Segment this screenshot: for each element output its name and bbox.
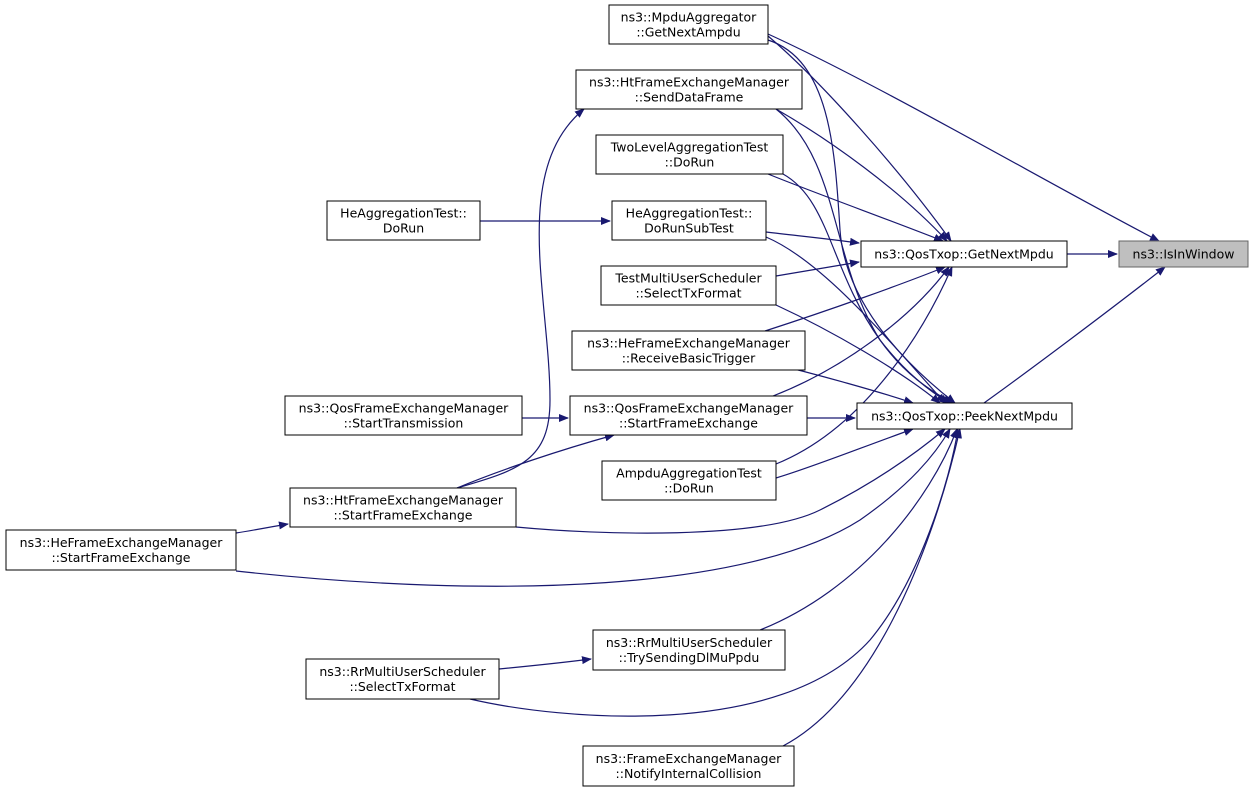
node-label-line: DoRun [383, 221, 424, 236]
edge-he_start_frame_exchange-to-peek_next_mpdu [235, 428, 951, 587]
node-he-receive-basic-trigger[interactable]: ns3::HeFrameExchangeManager::ReceiveBasi… [571, 330, 806, 371]
node-label-line: ns3::RrMultiUserScheduler [606, 635, 773, 650]
node-label-line: ns3::HeFrameExchangeManager [587, 336, 791, 351]
node-qos-start-transmission[interactable]: ns3::QosFrameExchangeManager::StartTrans… [284, 395, 523, 436]
node-he-start-frame-exchange[interactable]: ns3::HeFrameExchangeManager::StartFrameE… [5, 529, 237, 571]
node-label-line: TwoLevelAggregationTest [610, 140, 769, 155]
edge-mpdu_aggregator_get_next_ampdu-to-get_next_mpdu [767, 35, 952, 242]
node-box [289, 487, 517, 528]
node-box [284, 395, 523, 436]
node-box [305, 658, 500, 700]
node-box [575, 69, 803, 110]
edge-ht_start_frame_exchange-to-ht_send_data_frame [456, 108, 585, 489]
node-label-line: ::ReceiveBasicTrigger [622, 351, 756, 366]
node-label-line: ns3::IsInWindow [1133, 247, 1235, 262]
edge-fem_notify_internal_collision-to-peek_next_mpdu [782, 428, 962, 747]
node-he-aggregation-test-subtest[interactable]: HeAggregationTest::DoRunSubTest [611, 200, 767, 241]
edge-ampdu_aggregation_test-to-peek_next_mpdu [775, 428, 914, 479]
node-label-line: ::DoRun [665, 155, 715, 170]
node-box [600, 265, 777, 306]
node-label-line: ::DoRun [664, 481, 714, 496]
node-box [582, 745, 795, 787]
edge-qos_start_frame_exchange-to-get_next_mpdu [772, 266, 950, 397]
node-label-line: TestMultiUserScheduler [614, 271, 762, 286]
edge-rr_select_tx_format-to-rr_try_sending_dl_mu_ppdu [498, 656, 592, 670]
node-label-line: ::StartTransmission [344, 416, 464, 431]
node-label-line: ns3::QosTxop::GetNextMpdu [874, 247, 1053, 262]
node-box [611, 200, 767, 241]
node-label-line: ns3::QosFrameExchangeManager [299, 401, 509, 416]
edge-two_level_aggregation_test-to-get_next_mpdu [767, 173, 944, 242]
edge-he_receive_basic_trigger-to-get_next_mpdu [764, 266, 946, 332]
node-label-line: ::GetNextAmpdu [636, 25, 740, 40]
node-box [601, 460, 777, 501]
node-box [860, 240, 1068, 268]
node-label-line: ns3::HeFrameExchangeManager [20, 535, 224, 550]
edge-he_aggregation_test_subtest-to-peek_next_mpdu [765, 236, 946, 404]
node-label-line: ns3::HtFrameExchangeManager [303, 493, 504, 508]
node-ampdu-aggregation-test[interactable]: AmpduAggregationTest::DoRun [601, 460, 777, 501]
edge-ht_start_frame_exchange-to-peek_next_mpdu [515, 428, 946, 534]
edge-ht_send_data_frame-to-get_next_mpdu [775, 108, 948, 242]
node-test-multi-user-scheduler[interactable]: TestMultiUserScheduler::SelectTxFormat [600, 265, 777, 306]
nodes-layer: ns3::IsInWindow ns3::QosTxop::GetNextMpdu… [5, 4, 1249, 787]
node-ht-send-data-frame[interactable]: ns3::HtFrameExchangeManager::SendDataFra… [575, 69, 803, 110]
node-label-line: ::StartFrameExchange [619, 416, 758, 431]
edge-test_multi_user_scheduler-to-get_next_mpdu [775, 259, 860, 277]
node-ht-start-frame-exchange[interactable]: ns3::HtFrameExchangeManager::StartFrameE… [289, 487, 517, 528]
node-two-level-aggregation-test[interactable]: TwoLevelAggregationTest::DoRun [595, 134, 784, 175]
node-label-line: AmpduAggregationTest [616, 466, 762, 481]
node-label-line: ns3::RrMultiUserScheduler [319, 664, 486, 679]
node-label-line: ns3::MpduAggregator [621, 10, 758, 25]
node-label-line: HeAggregationTest:: [626, 206, 753, 221]
node-qos-start-frame-exchange[interactable]: ns3::QosFrameExchangeManager::StartFrame… [569, 395, 808, 436]
node-box [5, 529, 237, 571]
node-rr-try-sending-dl-mu-ppdu[interactable]: ns3::RrMultiUserScheduler::TrySendingDlM… [592, 629, 786, 671]
node-label-line: ::StartFrameExchange [52, 550, 191, 565]
node-box [571, 330, 806, 371]
node-fem-notify-internal-collision[interactable]: ns3::FrameExchangeManager::NotifyInterna… [582, 745, 795, 787]
node-box [595, 134, 784, 175]
node-box [592, 629, 786, 671]
node-box [1118, 240, 1249, 268]
edge-peek_next_mpdu-to-is_in_window [983, 266, 1166, 404]
node-label-line: ns3::QosTxop::PeekNextMpdu [871, 409, 1058, 424]
node-is-in-window[interactable]: ns3::IsInWindow [1118, 240, 1249, 268]
node-rr-select-tx-format[interactable]: ns3::RrMultiUserScheduler::SelectTxForma… [305, 658, 500, 700]
node-box [608, 4, 769, 45]
edge-mpdu_aggregator_get_next_ampdu-to-is_in_window [767, 33, 1160, 242]
edge-ampdu_aggregation_test-to-get_next_mpdu [775, 266, 953, 465]
node-peek-next-mpdu[interactable]: ns3::QosTxop::PeekNextMpdu [856, 402, 1073, 430]
edge-two_level_aggregation_test-to-peek_next_mpdu [782, 173, 950, 404]
node-box [569, 395, 808, 436]
node-mpdu-aggregator-get-next-ampdu[interactable]: ns3::MpduAggregator::GetNextAmpdu [608, 4, 769, 45]
node-label-line: ::SelectTxFormat [635, 286, 741, 301]
edge-ht_start_frame_exchange-to-qos_start_frame_exchange [456, 433, 615, 489]
edge-he_aggregation_test_subtest-to-get_next_mpdu [765, 231, 860, 246]
node-get-next-mpdu[interactable]: ns3::QosTxop::GetNextMpdu [860, 240, 1068, 268]
node-label-line: ns3::HtFrameExchangeManager [589, 75, 790, 90]
edge-he_start_frame_exchange-to-ht_start_frame_exchange [235, 521, 289, 534]
node-label-line: ::SendDataFrame [635, 90, 744, 105]
node-he-aggregation-test-dorun[interactable]: HeAggregationTest::DoRun [326, 200, 481, 241]
node-label-line: HeAggregationTest:: [340, 206, 467, 221]
node-label-line: DoRunSubTest [644, 221, 734, 236]
node-label-line: ns3::FrameExchangeManager [596, 751, 782, 766]
node-label-line: ::TrySendingDlMuPpdu [619, 650, 760, 665]
node-box [326, 200, 481, 241]
node-box [856, 402, 1073, 430]
node-label-line: ns3::QosFrameExchangeManager [584, 401, 794, 416]
edge-test_multi_user_scheduler-to-peek_next_mpdu [775, 304, 941, 404]
edges-layer [235, 33, 1166, 747]
node-label-line: ::NotifyInternalCollision [616, 766, 762, 781]
node-label-line: ::SelectTxFormat [349, 679, 455, 694]
node-label-line: ::StartFrameExchange [334, 508, 473, 523]
edge-rr_try_sending_dl_mu_ppdu-to-peek_next_mpdu [759, 428, 958, 631]
